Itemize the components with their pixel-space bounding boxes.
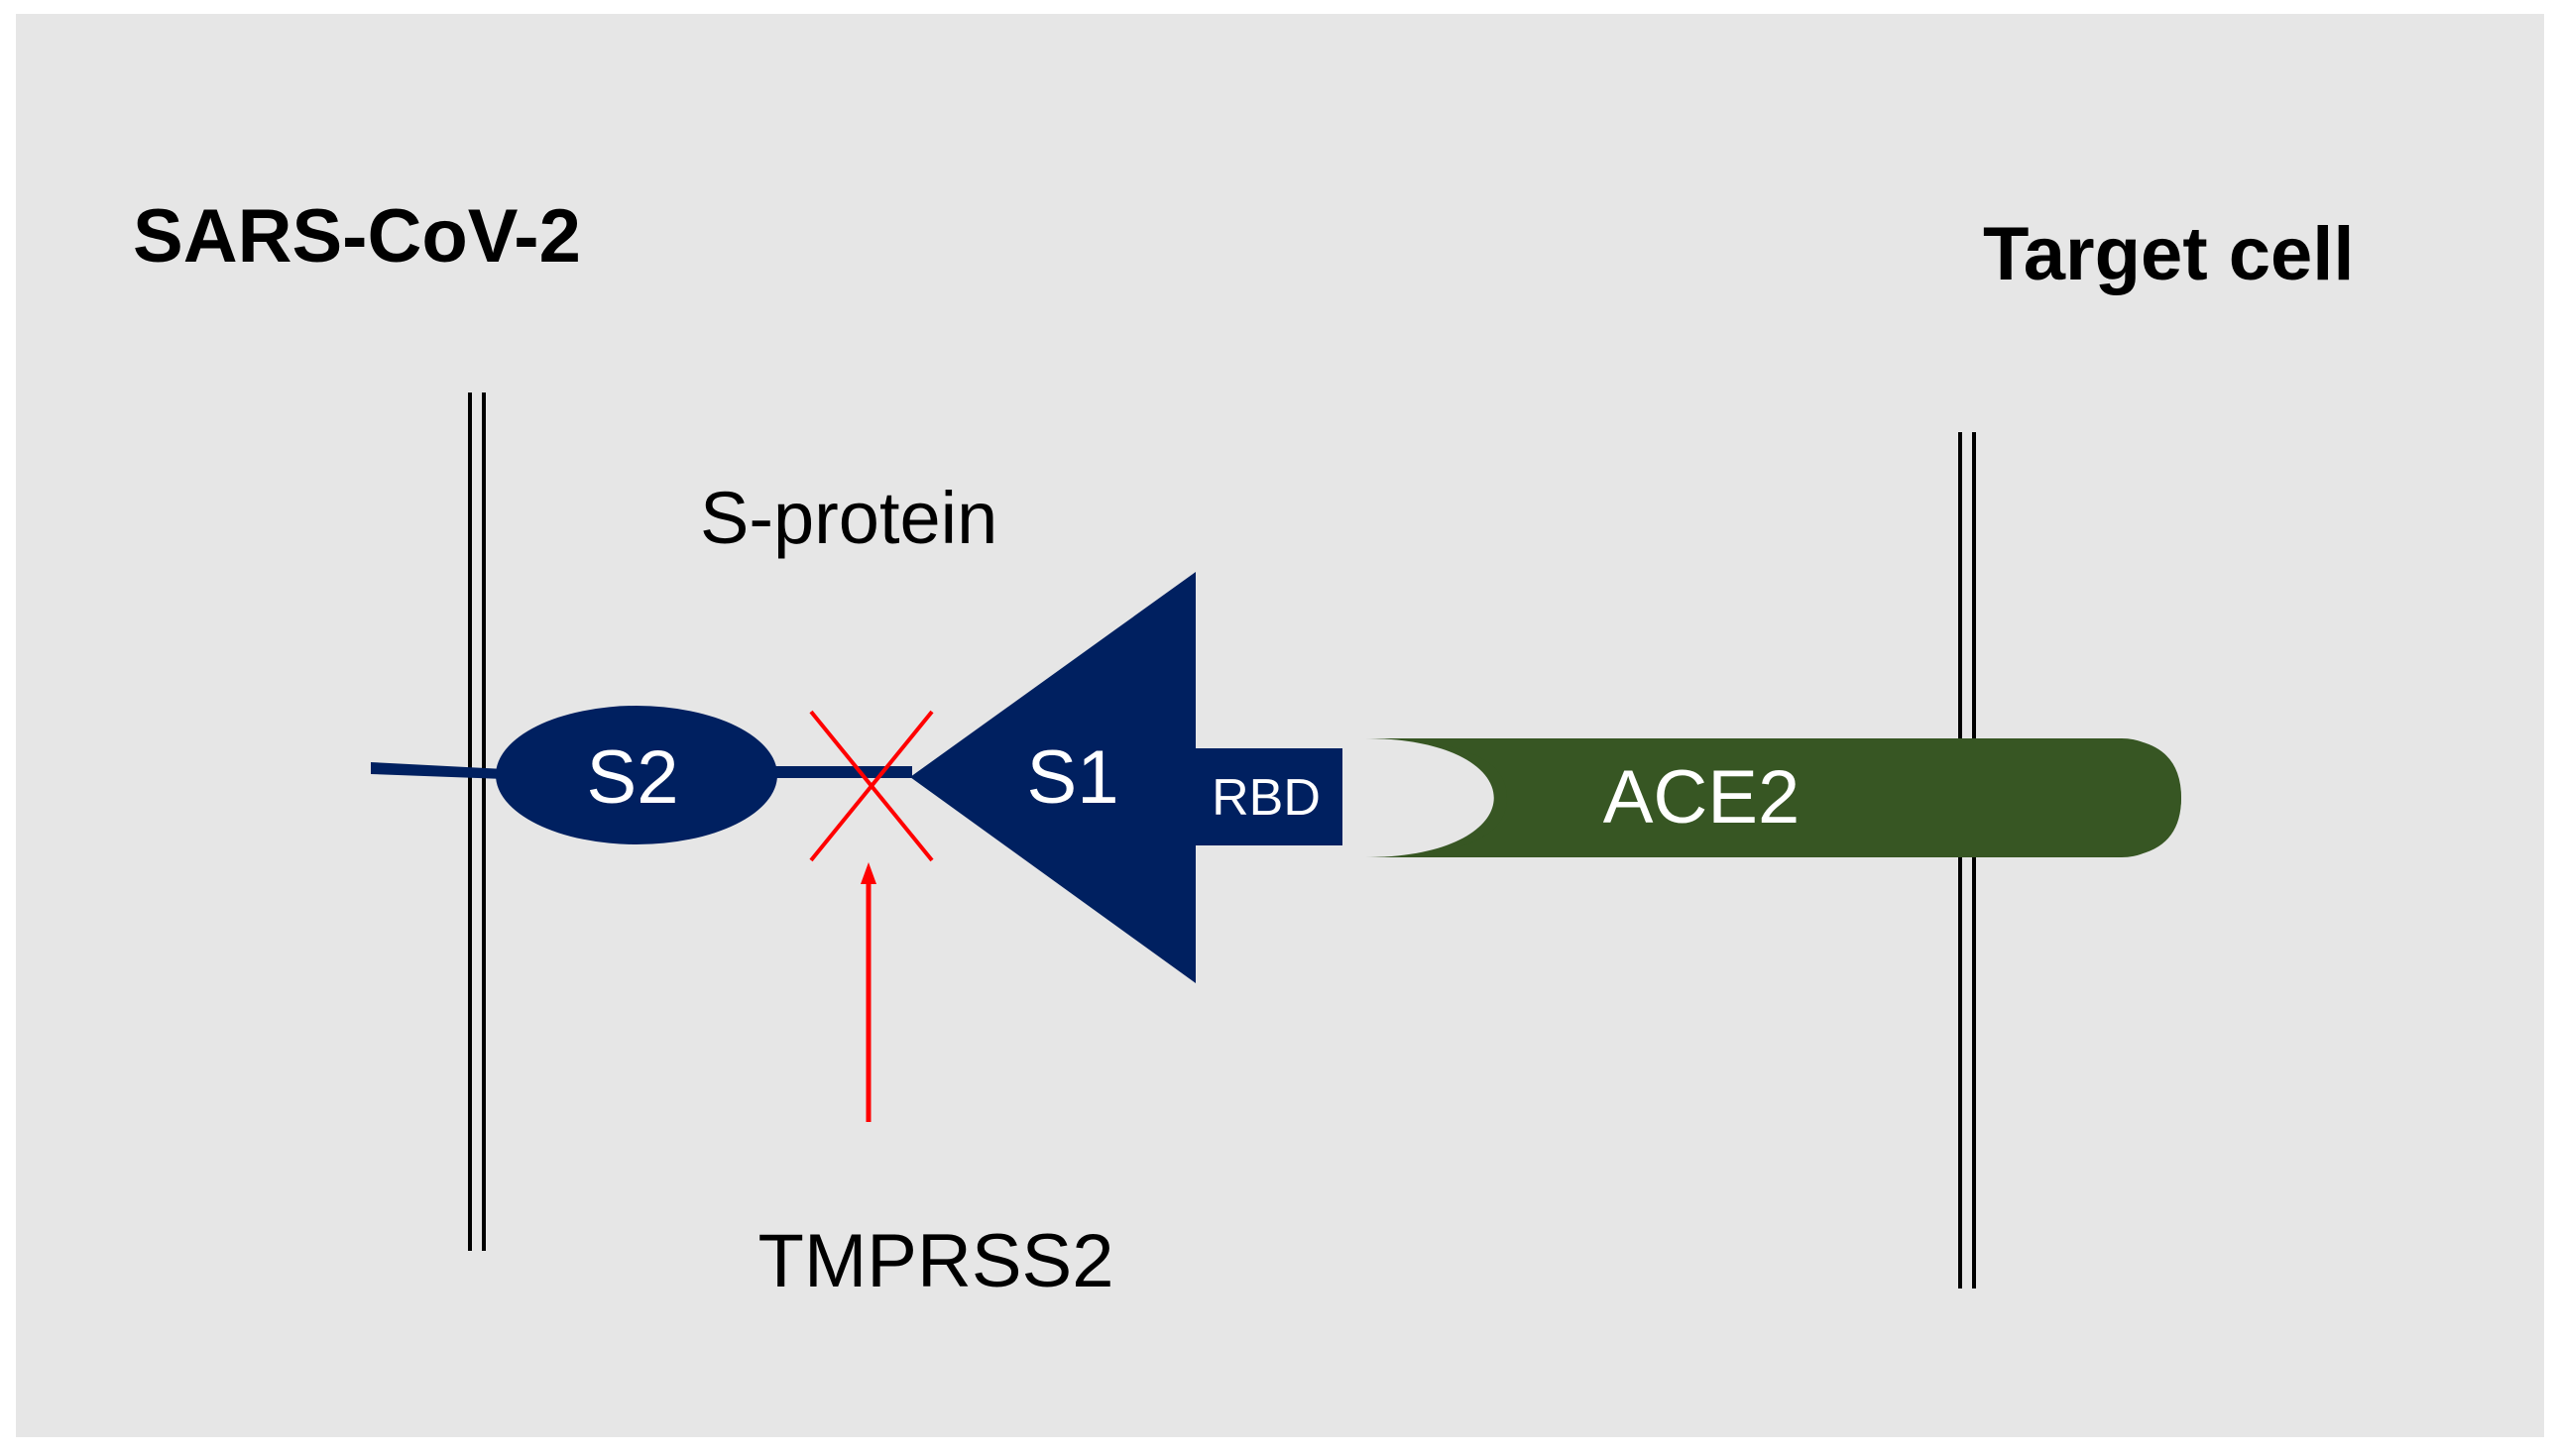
- rbd-label: RBD: [1212, 769, 1321, 827]
- s2-s1-linker: [763, 766, 912, 778]
- arrow-head-icon: [861, 862, 876, 884]
- virus-label: SARS-CoV-2: [133, 194, 581, 279]
- virus-membrane: [468, 392, 486, 1251]
- rbd-domain: [1194, 748, 1342, 845]
- spike-anchor-stalk: [371, 762, 506, 779]
- target-cell-label: Target cell: [1983, 212, 2355, 296]
- s2-domain: [496, 706, 777, 844]
- s1-domain: [910, 572, 1196, 983]
- s-protein-label: S-protein: [700, 477, 997, 559]
- ace2-receptor-body: [1365, 738, 2181, 857]
- target-cell-membrane: [1958, 432, 1976, 1288]
- background-panel: [16, 14, 2544, 1437]
- cleavage-x-icon: [809, 710, 934, 862]
- s1-label: S1: [1027, 735, 1119, 820]
- tmprss2-label: TMPRSS2: [758, 1219, 1114, 1303]
- s2-label: S2: [587, 735, 679, 820]
- protease-arrow: [861, 862, 876, 1122]
- ace2-label: ACE2: [1603, 755, 1801, 840]
